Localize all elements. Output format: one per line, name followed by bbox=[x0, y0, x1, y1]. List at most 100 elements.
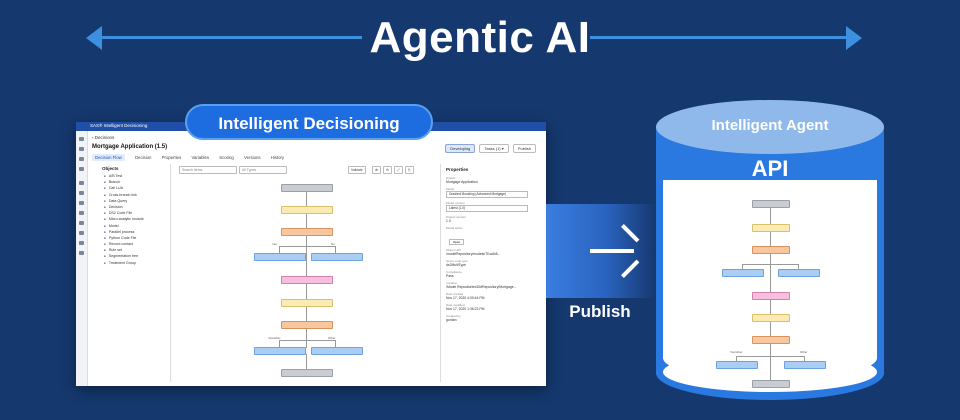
nav-icon[interactable] bbox=[79, 231, 84, 235]
object-item[interactable]: Record contact bbox=[104, 242, 170, 246]
toolbar: Developing Tasks (1) ▾ Publish bbox=[442, 144, 536, 153]
intelligent-decisioning-screenshot: SAS® Intelligent Decisioning ‹ Decisions… bbox=[76, 122, 546, 386]
prop-label: Model bbox=[446, 187, 455, 191]
object-item[interactable]: Data Query bbox=[104, 199, 170, 203]
flow-node bbox=[752, 246, 790, 254]
flow-node[interactable] bbox=[254, 347, 306, 355]
model-field[interactable]: Gradient Boosting (Advanced Mortgage) bbox=[446, 191, 528, 198]
branch-connector bbox=[742, 264, 798, 265]
flow-connector bbox=[306, 188, 307, 348]
start-node[interactable] bbox=[281, 184, 333, 192]
flow-node bbox=[752, 336, 790, 344]
flow-node[interactable] bbox=[281, 228, 333, 236]
object-item[interactable]: Segmentation tree bbox=[104, 254, 170, 258]
open-model-button[interactable]: Open bbox=[449, 239, 465, 245]
objects-header: Objects bbox=[102, 166, 119, 171]
objects-panel: Objects A/B Test Branch Call LUA Cross-b… bbox=[92, 164, 171, 382]
flow-node[interactable] bbox=[254, 253, 306, 261]
nav-icon[interactable] bbox=[79, 181, 84, 185]
nav-icon[interactable] bbox=[79, 251, 84, 255]
start-node bbox=[752, 200, 790, 208]
tab-decision-flow[interactable]: Decision Flow bbox=[92, 154, 125, 161]
branch-connector bbox=[804, 356, 805, 362]
publish-label: Publish bbox=[569, 302, 631, 321]
prop-label: Date modified bbox=[446, 303, 465, 307]
flow-node[interactable] bbox=[311, 347, 363, 355]
publish-arrow-icon bbox=[590, 249, 634, 253]
flow-node[interactable] bbox=[281, 206, 333, 214]
nav-icon[interactable] bbox=[79, 167, 84, 171]
copy-icon[interactable]: ⎘ bbox=[405, 166, 414, 174]
flow-node[interactable] bbox=[281, 321, 333, 329]
object-item[interactable]: Cross-branch link bbox=[104, 193, 170, 197]
object-item[interactable]: DS2 Code File bbox=[104, 211, 170, 215]
branch-connector bbox=[279, 246, 335, 247]
intelligent-agent-cylinder: Intelligent Agent API Yes/other Other bbox=[656, 100, 884, 400]
api-label: API bbox=[751, 156, 789, 181]
model-version-select[interactable]: Latest (1.0) bbox=[446, 205, 528, 212]
window-title: SAS® Intelligent Decisioning bbox=[90, 123, 148, 128]
nav-icon[interactable] bbox=[79, 147, 84, 151]
app-title: Mortgage Application (1.5) bbox=[92, 144, 168, 150]
object-item[interactable]: Parallel process bbox=[104, 230, 170, 234]
end-node[interactable] bbox=[281, 369, 333, 377]
prop-value: Nov 17, 2020 1:36:23 PM bbox=[446, 307, 485, 311]
flow-node[interactable] bbox=[311, 253, 363, 261]
header-right-arrow-line bbox=[590, 36, 856, 39]
object-item[interactable]: A/B Test bbox=[104, 174, 170, 178]
branch-label: No bbox=[331, 242, 335, 246]
zoom-in-icon[interactable]: ⊕ bbox=[372, 166, 381, 174]
tab-history[interactable]: History bbox=[270, 155, 285, 160]
branch-connector bbox=[742, 264, 743, 270]
prop-value: Pass bbox=[446, 274, 454, 278]
object-item[interactable]: Rule set bbox=[104, 248, 170, 252]
nav-icon[interactable] bbox=[79, 201, 84, 205]
branch-connector bbox=[279, 340, 280, 348]
prop-value: 1.0 bbox=[446, 219, 451, 223]
tasks-button[interactable]: Tasks (1) ▾ bbox=[479, 144, 509, 153]
prop-label: Created by bbox=[446, 314, 461, 318]
left-icon-rail bbox=[76, 131, 88, 386]
flow-node[interactable] bbox=[281, 276, 333, 284]
nav-icon[interactable] bbox=[79, 137, 84, 141]
tab-decision[interactable]: Decision bbox=[134, 155, 152, 160]
tab-variables[interactable]: Variables bbox=[191, 155, 210, 160]
nav-icon[interactable] bbox=[79, 211, 84, 215]
publish-button[interactable]: Publish bbox=[512, 144, 536, 153]
branch-connector bbox=[798, 264, 799, 270]
breadcrumb[interactable]: ‹ Decisions bbox=[92, 135, 115, 140]
developing-button[interactable]: Developing bbox=[445, 144, 476, 153]
nav-icon[interactable] bbox=[79, 157, 84, 161]
flow-node bbox=[752, 292, 790, 300]
zoom-out-icon[interactable]: ⊖ bbox=[383, 166, 392, 174]
object-item[interactable]: Micro-analytic module bbox=[104, 217, 170, 221]
decision-flow-canvas[interactable]: Search items All Types Validate ⊕ ⊖ ⤢ ⎘ … bbox=[176, 164, 438, 382]
nav-icon[interactable] bbox=[79, 221, 84, 225]
tab-versions[interactable]: Versions bbox=[244, 155, 261, 160]
object-item[interactable]: Python Code File bbox=[104, 236, 170, 240]
nav-icon[interactable] bbox=[79, 191, 84, 195]
search-input[interactable]: Search items bbox=[179, 166, 237, 174]
fit-icon[interactable]: ⤢ bbox=[394, 166, 403, 174]
object-item[interactable]: Call LUA bbox=[104, 186, 170, 190]
flow-node[interactable] bbox=[281, 299, 333, 307]
tab-scoring[interactable]: Scoring bbox=[219, 155, 234, 160]
properties-header: Properties bbox=[446, 167, 469, 172]
validate-button[interactable]: Validate bbox=[348, 166, 366, 174]
object-item[interactable]: Decision bbox=[104, 205, 170, 209]
prop-label: Object URI bbox=[446, 248, 461, 252]
object-item[interactable]: Branch bbox=[104, 180, 170, 184]
prop-value: gordan bbox=[446, 318, 457, 322]
nav-icon[interactable] bbox=[79, 241, 84, 245]
tab-bar: Decision Flow Decision Properties Variab… bbox=[92, 154, 293, 161]
prop-label: Project version bbox=[446, 215, 466, 219]
prop-label: Date created bbox=[446, 292, 464, 296]
object-item[interactable]: Treatment Group bbox=[104, 261, 170, 265]
header-left-arrow-line bbox=[92, 36, 362, 39]
type-filter-select[interactable]: All Types bbox=[239, 166, 287, 174]
object-item[interactable]: Model bbox=[104, 224, 170, 228]
prop-label: Location bbox=[446, 281, 458, 285]
cylinder-top bbox=[656, 100, 884, 154]
branch-connector bbox=[279, 246, 280, 254]
tab-properties[interactable]: Properties bbox=[161, 155, 182, 160]
